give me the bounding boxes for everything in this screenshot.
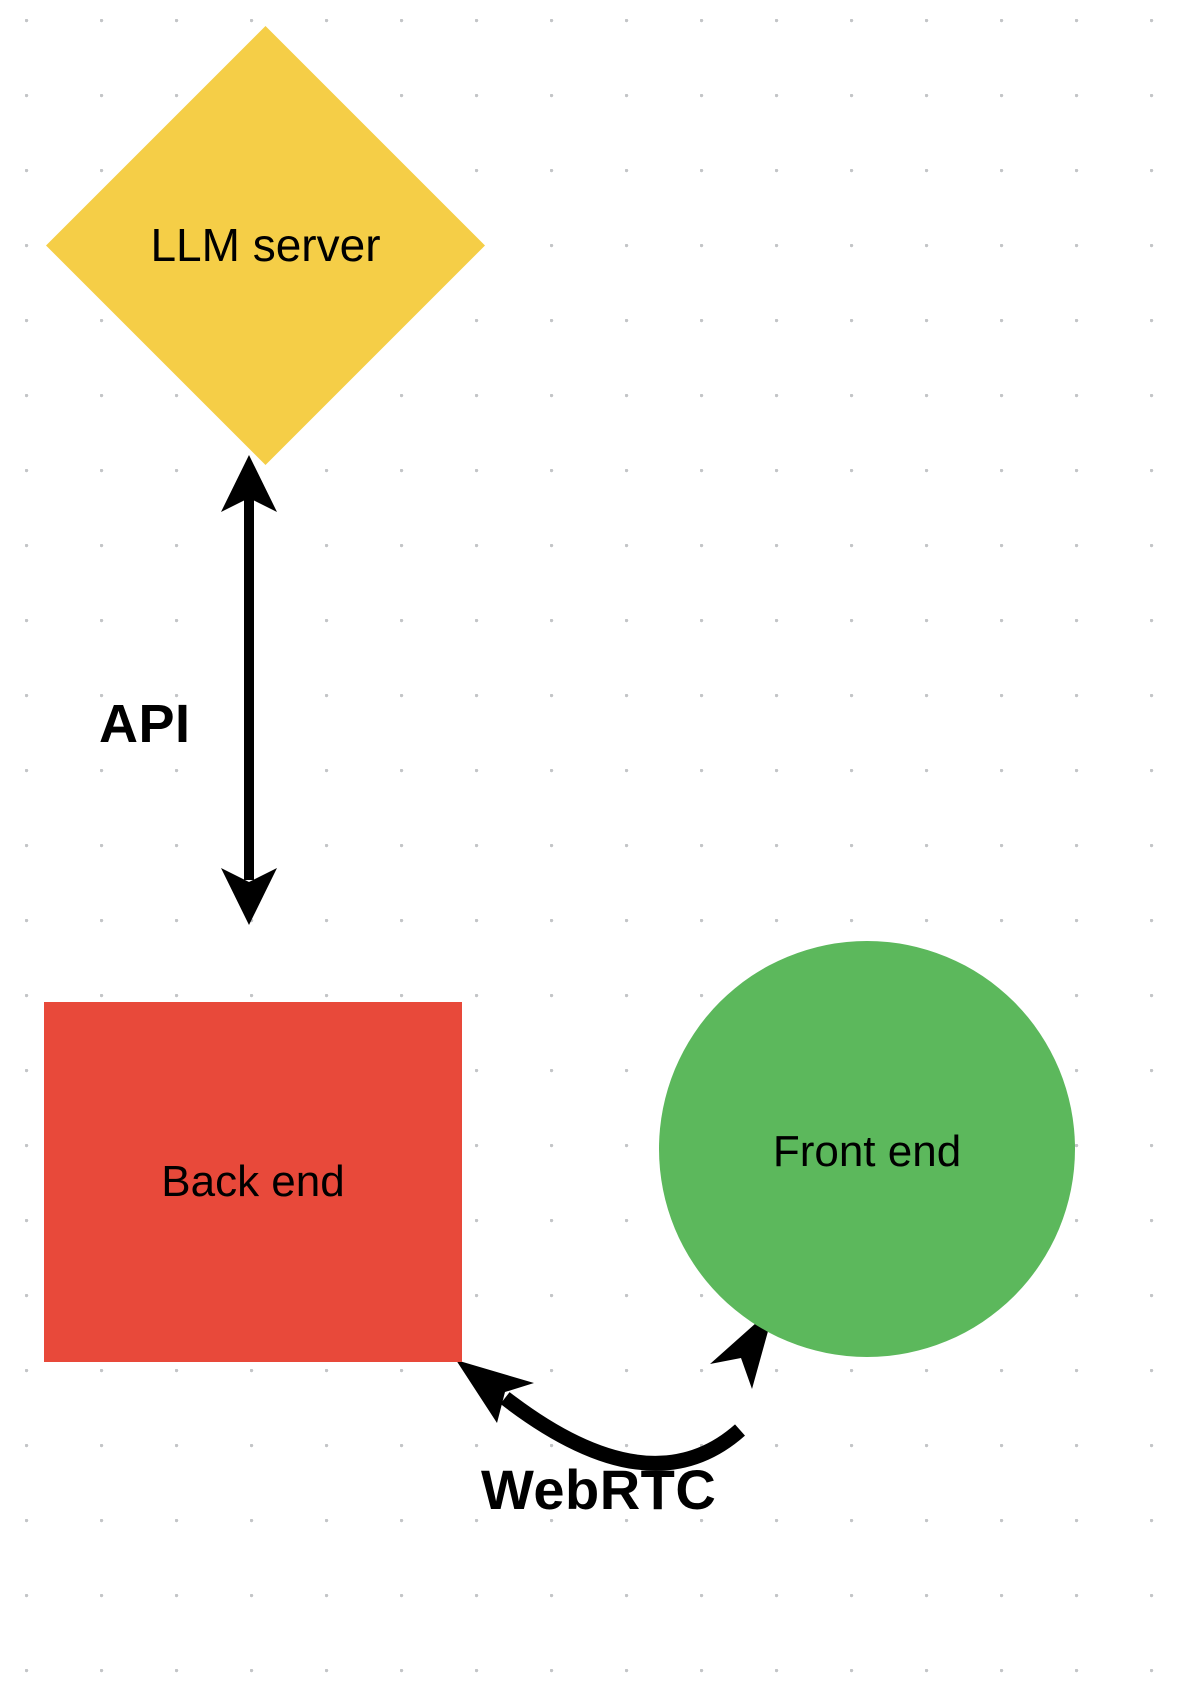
webrtc-arrowhead-left-icon bbox=[456, 1360, 534, 1423]
circle-shape bbox=[659, 941, 1075, 1357]
diamond-shape bbox=[46, 26, 485, 465]
rectangle-shape bbox=[44, 1002, 462, 1362]
node-llm-server[interactable]: LLM server bbox=[46, 26, 485, 465]
api-arrowhead-down-icon bbox=[221, 868, 277, 925]
api-connector[interactable] bbox=[221, 455, 277, 925]
webrtc-connector-curve bbox=[500, 1392, 745, 1471]
node-back-end[interactable]: Back end bbox=[44, 1002, 462, 1362]
api-arrowhead-up-icon bbox=[221, 455, 277, 512]
node-front-end[interactable]: Front end bbox=[659, 941, 1075, 1357]
